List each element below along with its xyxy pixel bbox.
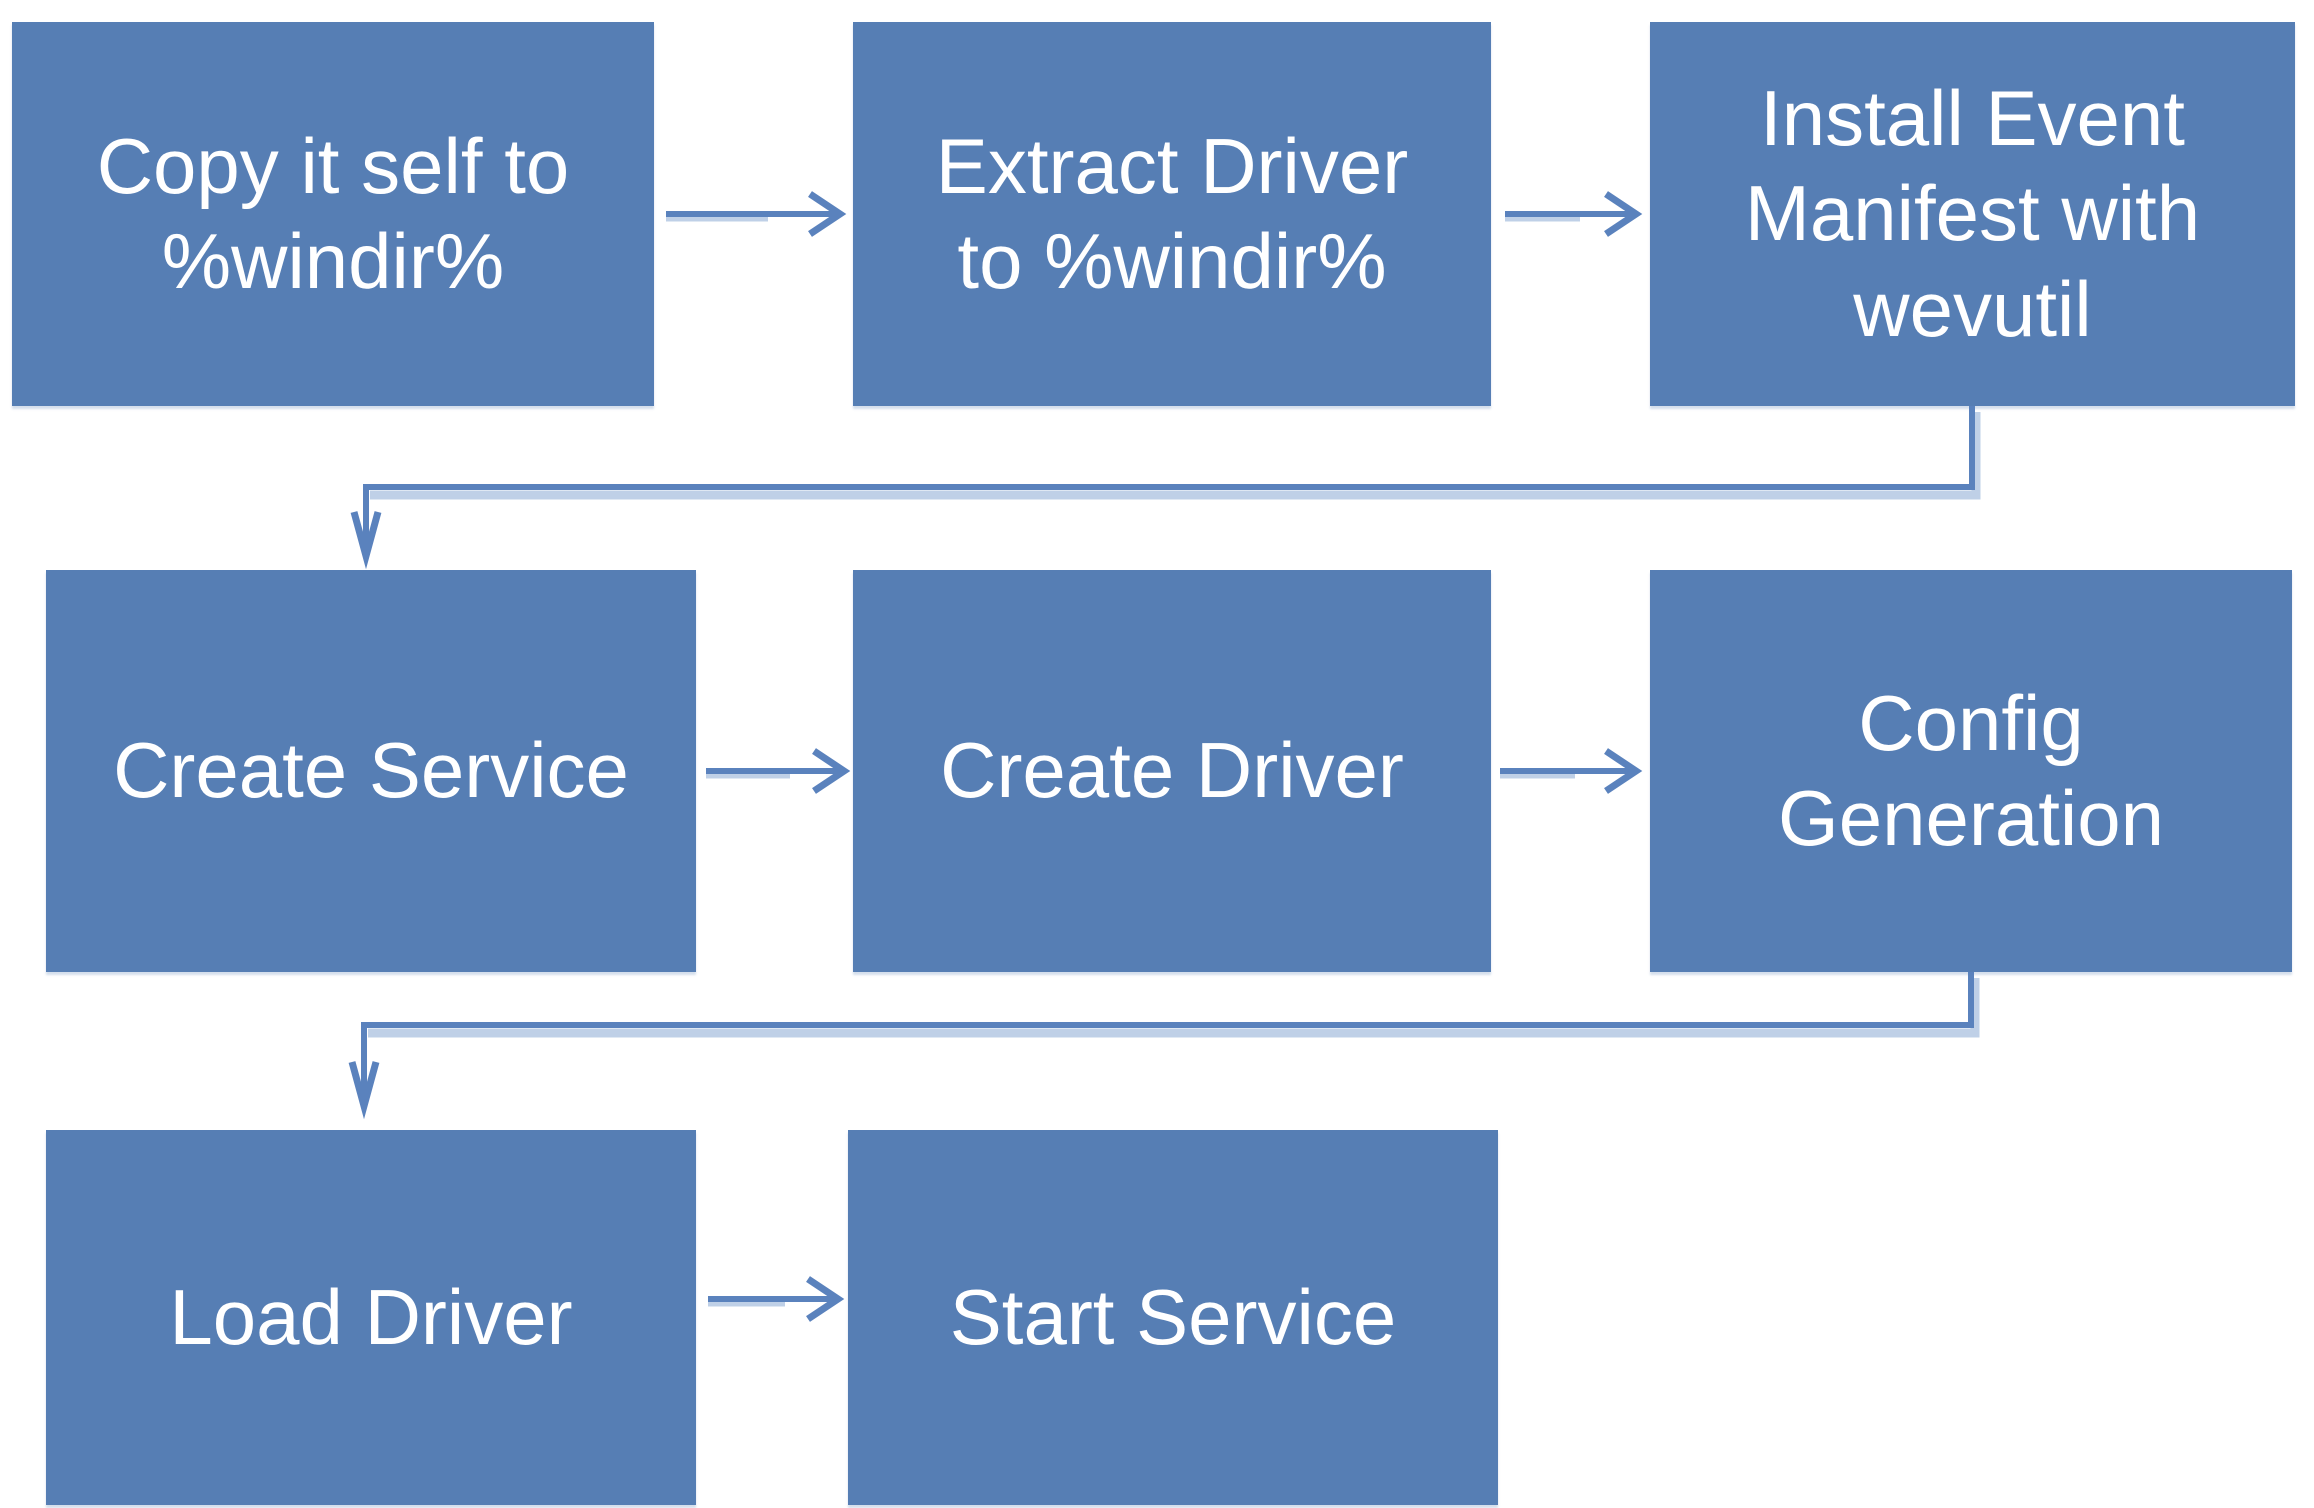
node-config-generation: Config Generation: [1650, 570, 2292, 972]
arrow-right-icon: [666, 191, 847, 237]
arrow-right-icon: [1500, 748, 1643, 794]
elbow-connector-down-icon: [350, 406, 1981, 570]
node-extract-driver: Extract Driver to %windir%: [853, 22, 1491, 406]
node-start-service: Start Service: [848, 1130, 1498, 1505]
arrow-right-icon: [1505, 191, 1643, 237]
arrow-right-icon: [708, 1276, 845, 1322]
node-copy-itself: Copy it self to %windir%: [12, 22, 654, 406]
arrow-right-icon: [706, 748, 851, 794]
elbow-connector-down-icon: [348, 972, 1980, 1120]
node-label: Install Event Manifest with wevutil: [1744, 74, 2201, 353]
node-label: Load Driver: [169, 1272, 573, 1361]
node-label: Start Service: [949, 1272, 1397, 1361]
node-label: Create Driver: [940, 726, 1404, 815]
node-install-event-manifest: Install Event Manifest with wevutil: [1650, 22, 2295, 406]
node-label: Create Service: [113, 726, 629, 815]
node-label: Copy it self to %windir%: [96, 121, 570, 305]
node-load-driver: Load Driver: [46, 1130, 696, 1505]
node-create-service: Create Service: [46, 570, 696, 972]
node-label: Config Generation: [1778, 678, 2164, 862]
node-label: Extract Driver to %windir%: [935, 121, 1409, 305]
node-create-driver: Create Driver: [853, 570, 1491, 972]
